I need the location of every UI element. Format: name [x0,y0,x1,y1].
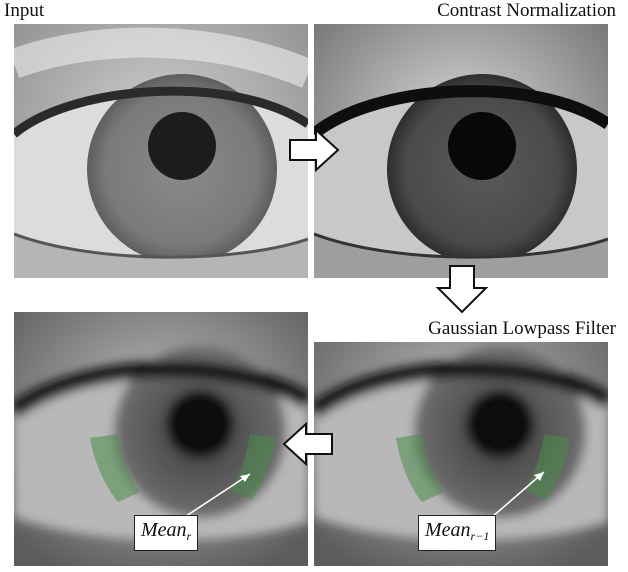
contrast-normalization-title: Contrast Normalization [437,0,616,22]
gaussian-lowpass-filter-title: Gaussian Lowpass Filter [428,318,616,340]
mean-r-label: Meanr [134,515,198,551]
mean-r-label-main: Mean [141,519,187,541]
arrow-right-icon [288,128,340,172]
mean-r-minus-1-label-main: Mean [425,519,471,541]
arrow-left-icon [282,422,334,466]
input-title: Input [4,0,44,22]
contrast-normalized-eye-image [314,24,608,278]
arrow-down-icon [436,264,488,314]
mean-r-minus-1-label-sub: r−1 [471,529,490,543]
input-eye-image [14,24,308,278]
mean-r-label-sub: r [187,529,192,543]
mean-r-minus-1-label: Meanr−1 [418,515,496,551]
